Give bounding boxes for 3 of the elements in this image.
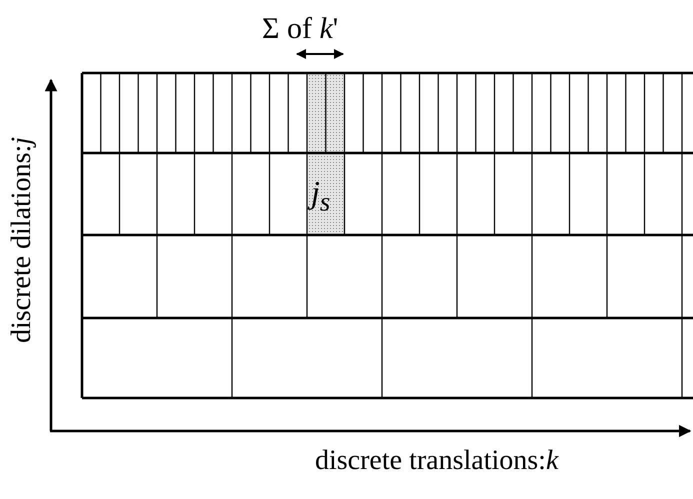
axis-title: discrete translations:k xyxy=(315,447,558,475)
axis-title: discrete dilations:j xyxy=(8,136,36,344)
sum-label: Σ of k' xyxy=(262,14,338,44)
